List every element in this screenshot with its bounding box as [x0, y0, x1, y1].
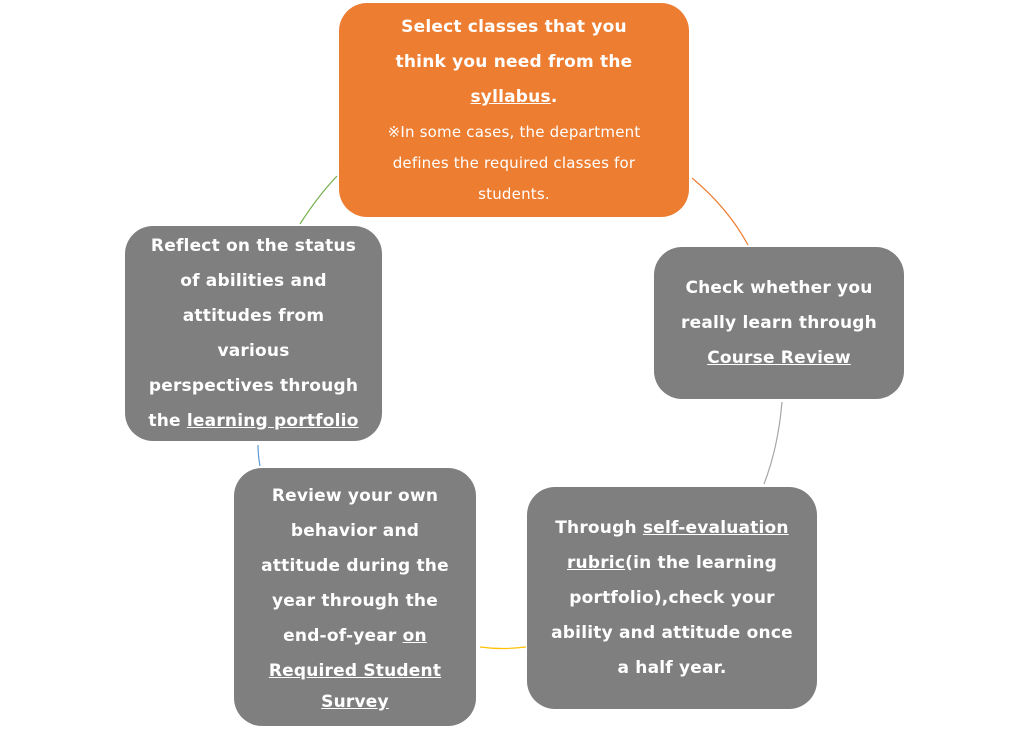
step-course-review-line-1: Check whether you	[685, 277, 873, 298]
step-year-review-line-1: Review your own	[271, 486, 439, 506]
step-self-evaluation-line-5: a half year.	[617, 657, 727, 678]
step-select-classes-line-3: syllabus.	[388, 80, 641, 115]
step-self-evaluation-suffix: (in the learning	[625, 552, 778, 573]
step-year-review-line-7: Survey	[261, 689, 449, 715]
step-self-evaluation-line-3: portfolio),check your	[569, 587, 775, 608]
connector-bottom-right-to-bottom-left	[479, 646, 527, 650]
step-self-evaluation-line-1: Through self-evaluation	[551, 511, 793, 546]
department-note-line-3: students.	[478, 185, 550, 203]
step-course-review-line-3: Course Review	[681, 341, 877, 376]
step-reflect-line-3: attitudes from various	[182, 305, 325, 361]
department-note-line-1: ※In some cases, the department	[387, 123, 641, 141]
step-year-review-line-4: year through the	[272, 591, 438, 611]
self-evaluation-link[interactable]: self-evaluation	[642, 517, 789, 538]
step-reflect: Reflect on the status of abilities and a…	[125, 226, 382, 441]
step-course-review-line-2: really learn through	[681, 312, 877, 333]
step-reflect-line-2: of abilities and	[180, 270, 327, 291]
connector-right-to-bottom-right	[763, 401, 783, 485]
step-year-review: Review your own behavior and attitude du…	[234, 468, 476, 726]
connector-bottom-left-to-left	[257, 444, 261, 467]
step-select-classes-line-1: Select classes that you	[401, 17, 627, 37]
step-self-evaluation-line-2: rubric(in the learning	[551, 546, 793, 581]
step-select-classes-line-2: think you need from the	[395, 52, 633, 72]
step-year-review-line-2: behavior and	[290, 521, 420, 541]
step-year-review-prefix: end-of-year	[283, 626, 403, 646]
step-reflect-line-1: Reflect on the status	[150, 235, 357, 256]
survey-link-required-student[interactable]: Required Student	[268, 661, 442, 681]
connector-left-to-top	[299, 175, 338, 225]
connector-top-to-right	[691, 177, 749, 246]
step-self-evaluation: Through self-evaluation rubric(in the le…	[527, 487, 817, 709]
learning-portfolio-link[interactable]: learning portfolio	[186, 410, 359, 431]
step-select-classes: Select classes that you think you need f…	[339, 3, 689, 217]
step-year-review-line-5: end-of-year on	[261, 619, 449, 654]
step-reflect-line-4: perspectives through	[148, 375, 359, 396]
step-year-review-line-6: Required Student	[261, 654, 449, 689]
step-reflect-prefix: the	[148, 410, 187, 431]
survey-link-on[interactable]: on	[402, 626, 427, 646]
survey-link-survey[interactable]: Survey	[321, 692, 389, 712]
step-course-review: Check whether you really learn through C…	[654, 247, 904, 399]
step-reflect-line-5: the learning portfolio	[145, 404, 362, 439]
course-review-link[interactable]: Course Review	[707, 347, 851, 368]
department-note: ※In some cases, the department defines t…	[388, 117, 641, 210]
rubric-link[interactable]: rubric	[566, 552, 626, 573]
syllabus-link[interactable]: syllabus	[470, 87, 551, 107]
step-self-evaluation-line-4: ability and attitude once	[551, 622, 793, 643]
department-note-line-2: defines the required classes for	[392, 154, 636, 172]
step-self-evaluation-prefix: Through	[555, 517, 643, 538]
step-year-review-line-3: attitude during the	[261, 556, 449, 576]
syllabus-link-suffix: .	[550, 87, 558, 107]
